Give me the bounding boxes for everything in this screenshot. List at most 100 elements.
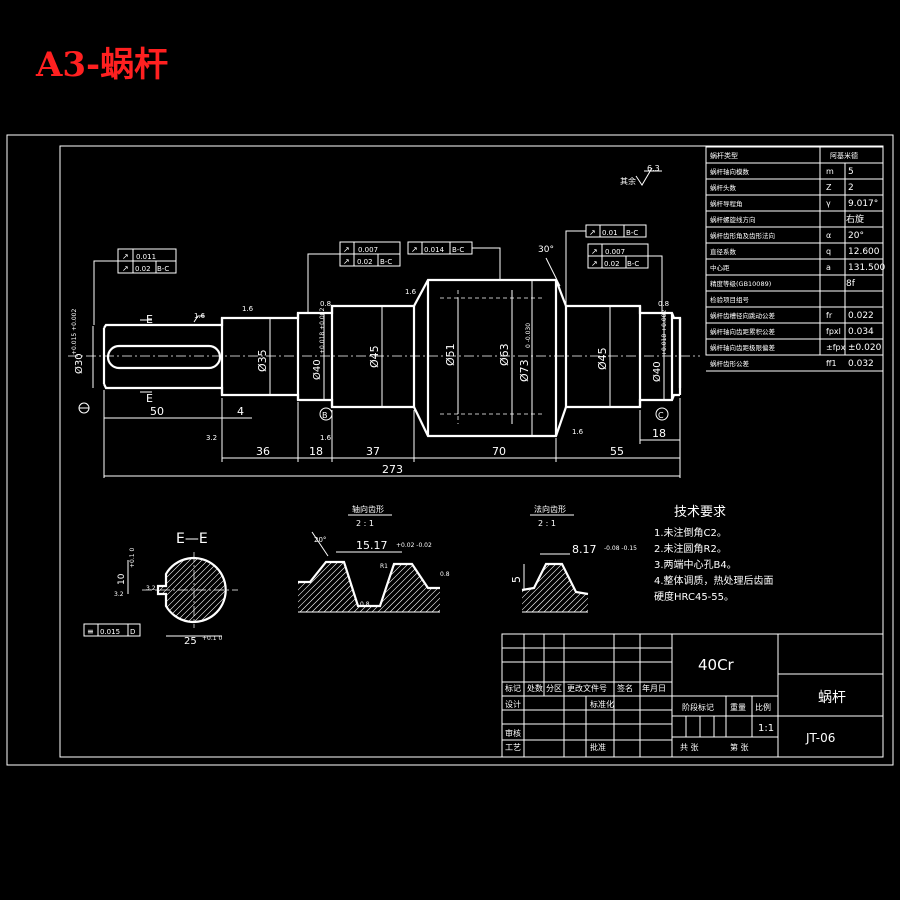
dim-d40-right: Ø40 <box>651 361 663 382</box>
dim-d73: Ø73 <box>518 359 531 382</box>
dim-d30: Ø30 <box>73 353 85 374</box>
tooth1-title: 轴向齿形 <box>352 504 384 514</box>
title-scale-value: 1:1 <box>758 723 774 734</box>
dim-len-18-right: 18 <box>652 427 666 440</box>
tol-middle-ref: B-C <box>452 246 464 254</box>
ptable-row-label: 蜗杆齿形公差 <box>710 359 750 368</box>
ptable-row-symbol: ±fpx <box>826 343 846 352</box>
ptable-row-label: 蜗杆轴向模数 <box>710 167 750 176</box>
dim-len-36: 36 <box>256 445 270 458</box>
ptable-row-label: 检验项目组号 <box>710 295 750 304</box>
dim-len-50: 50 <box>150 405 164 418</box>
dim-angle-30: 30° <box>538 245 554 255</box>
title-design: 设计 <box>505 699 521 709</box>
tooth2-scale: 2 : 1 <box>538 519 556 528</box>
tooth1-rough-right: 0.8 <box>440 571 450 578</box>
section-key-depth: 10 <box>117 573 127 585</box>
ptable-row-label: 蜗杆齿槽径向跳动公差 <box>710 311 776 320</box>
title-stage: 阶段标记 <box>682 702 714 712</box>
rev-label-4: 签名 <box>617 683 633 693</box>
rough-08-b: 0.8 <box>658 300 669 308</box>
roughness-note: 其余 6.3 <box>620 164 662 186</box>
tech-title: 技术要求 <box>674 505 726 520</box>
ptable-row-label: 精度等级(GB10089) <box>710 279 771 288</box>
tol-mid-ref: B-C <box>380 258 392 266</box>
tech-item-3: 3.两端中心孔B4。 <box>654 558 737 571</box>
tooth2-thickness-tol: -0.08 -0.15 <box>604 545 637 552</box>
title-material: 40Cr <box>698 656 735 674</box>
title-sheet-no: 第 张 <box>730 742 749 752</box>
tol-symmetry-datum: D <box>130 628 135 636</box>
tol-right-3: 0.02 <box>604 260 620 268</box>
ptable-row-value: 右旋 <box>846 213 864 225</box>
tech-requirements: 技术要求 1.未注倒角C2。 2.未注圆角R2。 3.两端中心孔B4。 4.整体… <box>654 505 774 603</box>
rough-16-c: 1.6 <box>405 288 417 296</box>
title-block: 40Cr 蜗杆 JT-06 阶段标记 重量 比例 1:1 共 张 第 张 标记 … <box>501 633 884 758</box>
ptable-row-label: 直径系数 <box>710 247 737 256</box>
tech-item-2: 2.未注圆角R2。 <box>654 542 727 555</box>
tech-item-4: 4.整体调质，热处理后齿面 <box>654 574 774 587</box>
tol-mid-2: 0.02 <box>357 258 373 266</box>
tooth1-rough-bottom: 0.8 <box>360 601 370 608</box>
shaft-outline-bottom <box>103 383 680 438</box>
inner-border <box>59 145 884 758</box>
section-key-width-tol: +0.1 0 <box>202 635 222 642</box>
ptable-row-label: 蜗杆轴向齿距累积公差 <box>710 327 776 336</box>
section-view-label: E—E <box>176 531 208 547</box>
ptable-header-left: 蜗杆类型 <box>710 151 738 160</box>
ptable-row-label: 中心距 <box>710 263 730 272</box>
ptable-row-symbol: ff1 <box>826 359 837 368</box>
title-scale-label: 比例 <box>755 702 771 712</box>
tooth1-pitch: 15.17 <box>356 539 388 552</box>
ptable-row-value: 0.032 <box>848 359 874 369</box>
tol-right-ref: B-C <box>626 229 638 237</box>
datum-c: C <box>658 411 664 420</box>
ptable-row-label: 蜗杆头数 <box>710 183 737 192</box>
ptable-row-value: 0.022 <box>848 311 874 321</box>
dim-d35: Ø35 <box>256 349 269 372</box>
tooth2-thickness: 8.17 <box>572 543 597 556</box>
title-standardize: 标准化 <box>590 699 614 709</box>
svg-text:↗: ↗ <box>589 228 596 237</box>
svg-text:↗: ↗ <box>591 259 598 268</box>
tol-right-1: 0.01 <box>602 229 618 237</box>
ptable-row-value: 9.017° <box>848 199 878 209</box>
ptable-row-symbol: a <box>826 263 831 272</box>
rev-label-2: 分区 <box>546 684 562 693</box>
ptable-row-symbol: α <box>826 231 831 240</box>
title-weight: 重量 <box>730 702 746 712</box>
tooth-view-normal: 法向齿形 2 : 1 8.17 -0.08 -0.15 5 <box>510 504 637 613</box>
ptable-row-value: ±0.020 <box>848 343 882 353</box>
tol-left-ref: B-C <box>157 265 169 273</box>
section-key-depth-tol: +0.1 0 <box>129 548 136 568</box>
roughness-note-value: 6.3 <box>647 164 660 173</box>
svg-text:↗: ↗ <box>122 264 129 273</box>
roughness-note-label: 其余 <box>620 176 636 186</box>
dim-len-37: 37 <box>366 445 380 458</box>
ptable-row-symbol: q <box>826 247 831 256</box>
svg-text:↗: ↗ <box>122 252 129 261</box>
dim-len-4: 4 <box>237 405 244 418</box>
dim-d40-right-tol: +0.018 +0.002 <box>661 310 668 356</box>
dim-len-18-left: 18 <box>309 445 323 458</box>
tooth2-height: 5 <box>510 576 523 583</box>
rev-label-1: 处数 <box>527 683 543 693</box>
dim-d40-left: Ø40 <box>311 359 323 380</box>
sheet-title: A3-蜗杆 <box>35 45 168 85</box>
rev-label-3: 更改文件号 <box>567 683 607 693</box>
tol-right-2: 0.007 <box>605 248 625 256</box>
ptable-row-value: 131.500 <box>848 263 885 273</box>
ptable-row-symbol: Z <box>826 183 832 192</box>
ptable-row-label: 蜗杆齿形角及齿形法向 <box>710 231 775 240</box>
dim-len-273: 273 <box>382 463 403 476</box>
tol-left-1: 0.011 <box>136 253 156 261</box>
dim-d63: Ø63 <box>498 343 511 366</box>
dim-len-70: 70 <box>492 445 506 458</box>
tooth1-rough-r: R1 <box>380 563 388 570</box>
rough-16-d: 1.6 <box>320 434 332 442</box>
ptable-row-value: 20° <box>848 231 864 241</box>
ptable-row-value: 0.034 <box>848 327 874 337</box>
rough-16-e: 1.6 <box>572 428 584 436</box>
ptable-row-symbol: fpxl <box>826 327 841 336</box>
